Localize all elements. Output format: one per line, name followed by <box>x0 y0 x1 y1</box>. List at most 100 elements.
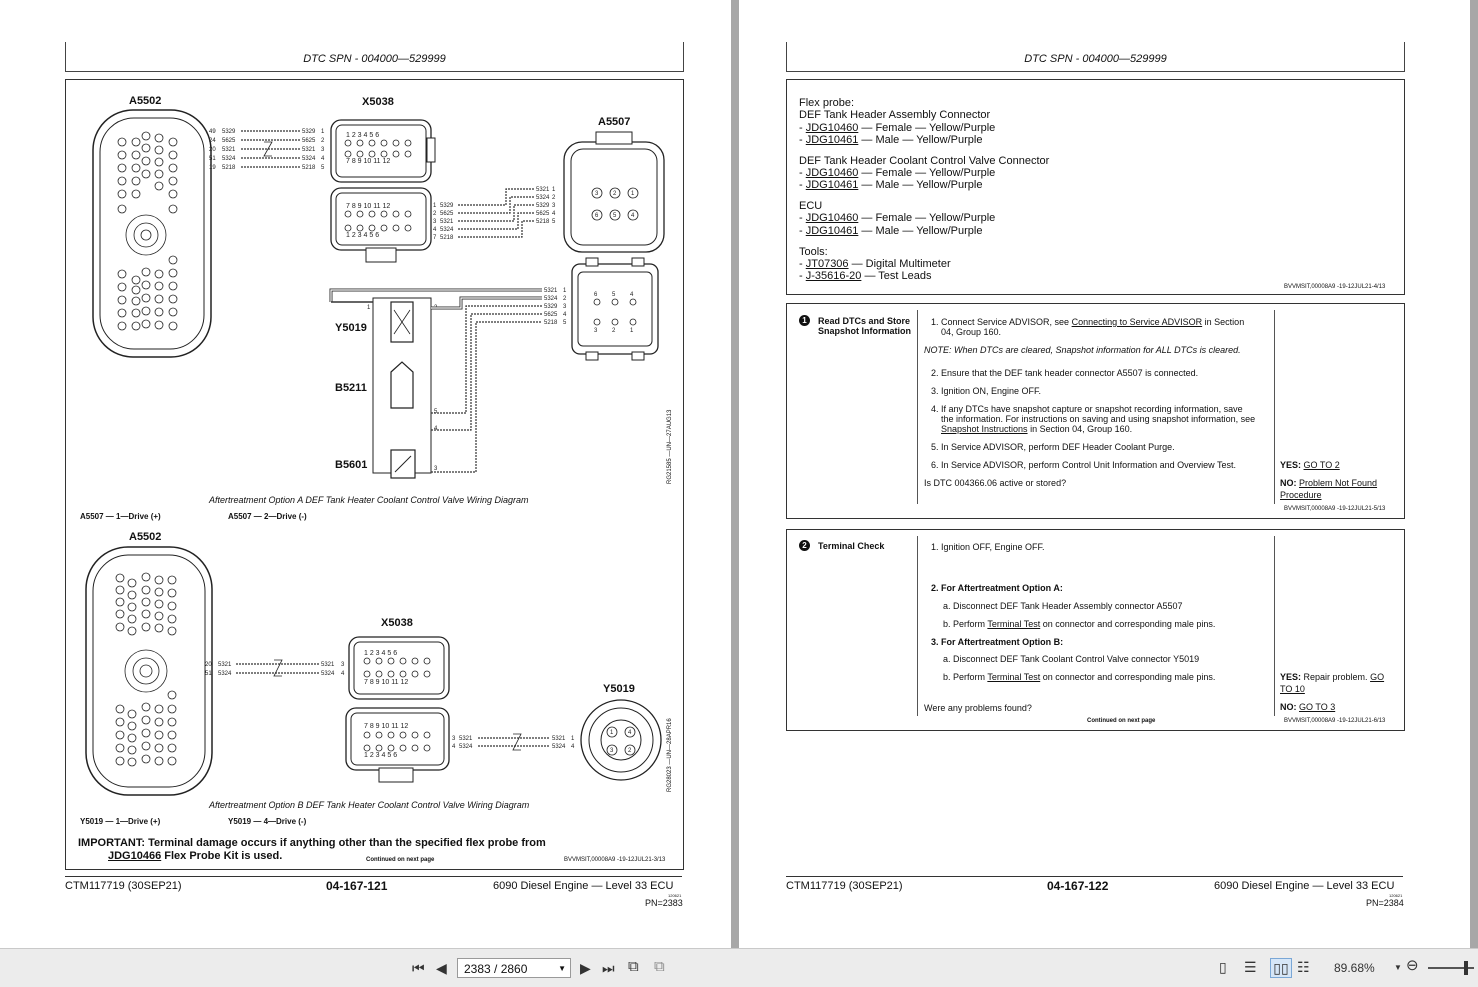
two-page-continuous-icon[interactable]: ☷ <box>1297 959 1310 975</box>
go-to-10-link[interactable]: GO <box>1370 672 1385 682</box>
footer-rule <box>65 876 682 877</box>
svg-text:5329: 5329 <box>536 203 550 209</box>
figure-code-b: RG28023 —UN—28APR16 <box>667 718 673 792</box>
svg-text:2: 2 <box>563 296 567 302</box>
svg-text:7: 7 <box>433 235 437 241</box>
svg-text:49: 49 <box>209 129 216 135</box>
svg-text:5625: 5625 <box>302 138 316 144</box>
service-advisor-link[interactable]: Connecting to Service ADVISOR <box>1071 317 1203 327</box>
svg-text:3: 3 <box>552 203 556 209</box>
instruction-4: 4. If any DTCs have snapshot capture or … <box>931 404 1243 414</box>
go-to-2-link[interactable]: GO TO 2 <box>1303 460 1340 470</box>
svg-text:5321: 5321 <box>536 187 550 193</box>
yes-answer: YES: GO TO 2 <box>1280 460 1340 470</box>
svg-text:3: 3 <box>452 736 456 742</box>
probe-link-jdg10461[interactable]: JDG10461 <box>805 179 859 191</box>
terminal-test-link[interactable]: Terminal Test <box>987 619 1041 629</box>
snapshot-instructions-link[interactable]: Snapshot Instructions <box>941 424 1028 434</box>
probe-item: - JDG10461 — Male — Yellow/Purple <box>799 134 983 146</box>
svg-text:1 2 3 4 5 6: 1 2 3 4 5 6 <box>364 650 397 657</box>
svg-text:51: 51 <box>205 671 212 677</box>
svg-text:5: 5 <box>552 219 556 225</box>
problem-not-found-link[interactable]: Problem Not Found <box>1299 478 1378 488</box>
zoom-dropdown-icon[interactable]: ▼ <box>1394 963 1402 972</box>
compare-icon[interactable]: ⧉ <box>654 958 665 975</box>
two-page-icon[interactable]: ▯▯ <box>1270 958 1292 978</box>
go-to-3-link[interactable]: GO TO 3 <box>1299 702 1336 712</box>
continued-note: Continued on next page <box>366 857 435 863</box>
zoom-level[interactable]: 89.68% <box>1334 961 1375 975</box>
svg-text:3: 3 <box>341 662 345 668</box>
last-page-icon[interactable]: ⏭ <box>602 960 615 976</box>
svg-text:3: 3 <box>563 304 567 310</box>
doc-code: BVVMSIT,00008A9 -19-12JUL21-5/13 <box>1284 506 1386 512</box>
probe-item: - JDG10461 — Male — Yellow/Purple <box>799 225 983 237</box>
svg-text:5321: 5321 <box>218 662 232 668</box>
svg-text:5324: 5324 <box>440 227 454 233</box>
svg-text:1 2 3 4 5 6: 1 2 3 4 5 6 <box>346 232 379 239</box>
zoom-slider-handle[interactable] <box>1464 961 1468 975</box>
svg-text:2: 2 <box>613 191 617 197</box>
probe-link-jdg10460[interactable]: JDG10460 <box>805 167 859 179</box>
instruction-1: 1. Ignition OFF, Engine OFF. <box>931 542 1045 552</box>
page-number-input[interactable]: 2383 / 2860 ▼ <box>457 958 571 978</box>
svg-text:5324: 5324 <box>222 156 236 162</box>
instruction-2: 2. For Aftertreatment Option A: <box>931 583 1063 593</box>
right-page: DTC SPN - 004000—529999 Flex probe: DEF … <box>739 0 1470 948</box>
important-text: Terminal damage occurs if anything other… <box>148 837 546 849</box>
connector-label-a5507: A5507 <box>598 116 631 128</box>
chevron-down-icon[interactable]: ▼ <box>558 964 566 973</box>
footer-small-code: 120621 <box>1389 893 1403 898</box>
svg-text:5: 5 <box>563 320 567 326</box>
prev-page-icon[interactable]: ◀ <box>436 960 447 976</box>
next-page-icon[interactable]: ▶ <box>580 960 591 976</box>
svg-text:2: 2 <box>433 211 437 217</box>
component-label-b5601: B5601 <box>335 459 368 471</box>
svg-text:3: 3 <box>594 328 598 334</box>
svg-text:5218: 5218 <box>536 219 550 225</box>
footer-rule <box>786 876 1403 877</box>
zoom-out-icon[interactable]: ⊖ <box>1406 957 1419 974</box>
instruction-5: 5. In Service ADVISOR, perform DEF Heade… <box>931 442 1175 452</box>
instruction-3: 3. Ignition ON, Engine OFF. <box>931 386 1042 396</box>
footer-title: 6090 Diesel Engine — Level 33 ECU <box>493 880 674 892</box>
terminal-test-link[interactable]: Terminal Test <box>987 672 1041 682</box>
tool-link-jt07306[interactable]: JT07306 <box>805 258 849 270</box>
single-page-icon[interactable]: ▯ <box>1219 959 1227 975</box>
instruction-2: 2. Ensure that the DEF tank header conne… <box>931 368 1199 378</box>
svg-text:4: 4 <box>630 292 634 298</box>
step-2-box: 2 Terminal Check 1. Ignition OFF, Engine… <box>786 529 1405 731</box>
svg-text:5324: 5324 <box>459 744 473 750</box>
probe-link-jdg10460[interactable]: JDG10460 <box>805 212 859 224</box>
svg-text:6: 6 <box>595 213 599 219</box>
continuous-icon[interactable]: ☰ <box>1244 959 1257 975</box>
first-page-icon[interactable]: ⏮ <box>412 960 425 976</box>
svg-text:5218: 5218 <box>222 165 236 171</box>
svg-text:1: 1 <box>630 328 634 334</box>
zoom-slider[interactable] <box>1428 967 1474 969</box>
svg-text:5321: 5321 <box>321 662 335 668</box>
column-divider <box>917 536 918 716</box>
svg-text:1 2 3 4 5 6: 1 2 3 4 5 6 <box>346 132 379 139</box>
svg-text:4: 4 <box>563 312 567 318</box>
svg-text:5: 5 <box>321 165 325 171</box>
svg-text:5324: 5324 <box>536 195 550 201</box>
svg-text:5324: 5324 <box>552 744 566 750</box>
svg-text:19: 19 <box>209 165 216 171</box>
svg-text:1: 1 <box>433 203 437 209</box>
column-divider <box>917 310 918 504</box>
svg-text:5625: 5625 <box>544 312 558 318</box>
flex-probe-kit-link[interactable]: JDG10466 <box>108 850 162 862</box>
copy-page-icon[interactable]: ⧉ <box>628 958 639 975</box>
go-to-10-link-cont[interactable]: TO 10 <box>1280 684 1305 694</box>
tool-link-j35616-20[interactable]: J-35616-20 <box>805 270 862 282</box>
svg-text:5321: 5321 <box>440 219 454 225</box>
probe-link-jdg10461[interactable]: JDG10461 <box>805 134 859 146</box>
procedure-link[interactable]: Procedure <box>1280 490 1322 500</box>
probe-link-jdg10461[interactable]: JDG10461 <box>805 225 859 237</box>
instruction-4-cont: the information. For instructions on sav… <box>941 414 1256 424</box>
doc-code: BVVMSIT,00008A9 -19-12JUL21-4/13 <box>1284 284 1386 290</box>
footer-title: 6090 Diesel Engine — Level 33 ECU <box>1214 880 1395 892</box>
svg-text:4: 4 <box>571 744 575 750</box>
probe-link-jdg10460[interactable]: JDG10460 <box>805 122 859 134</box>
